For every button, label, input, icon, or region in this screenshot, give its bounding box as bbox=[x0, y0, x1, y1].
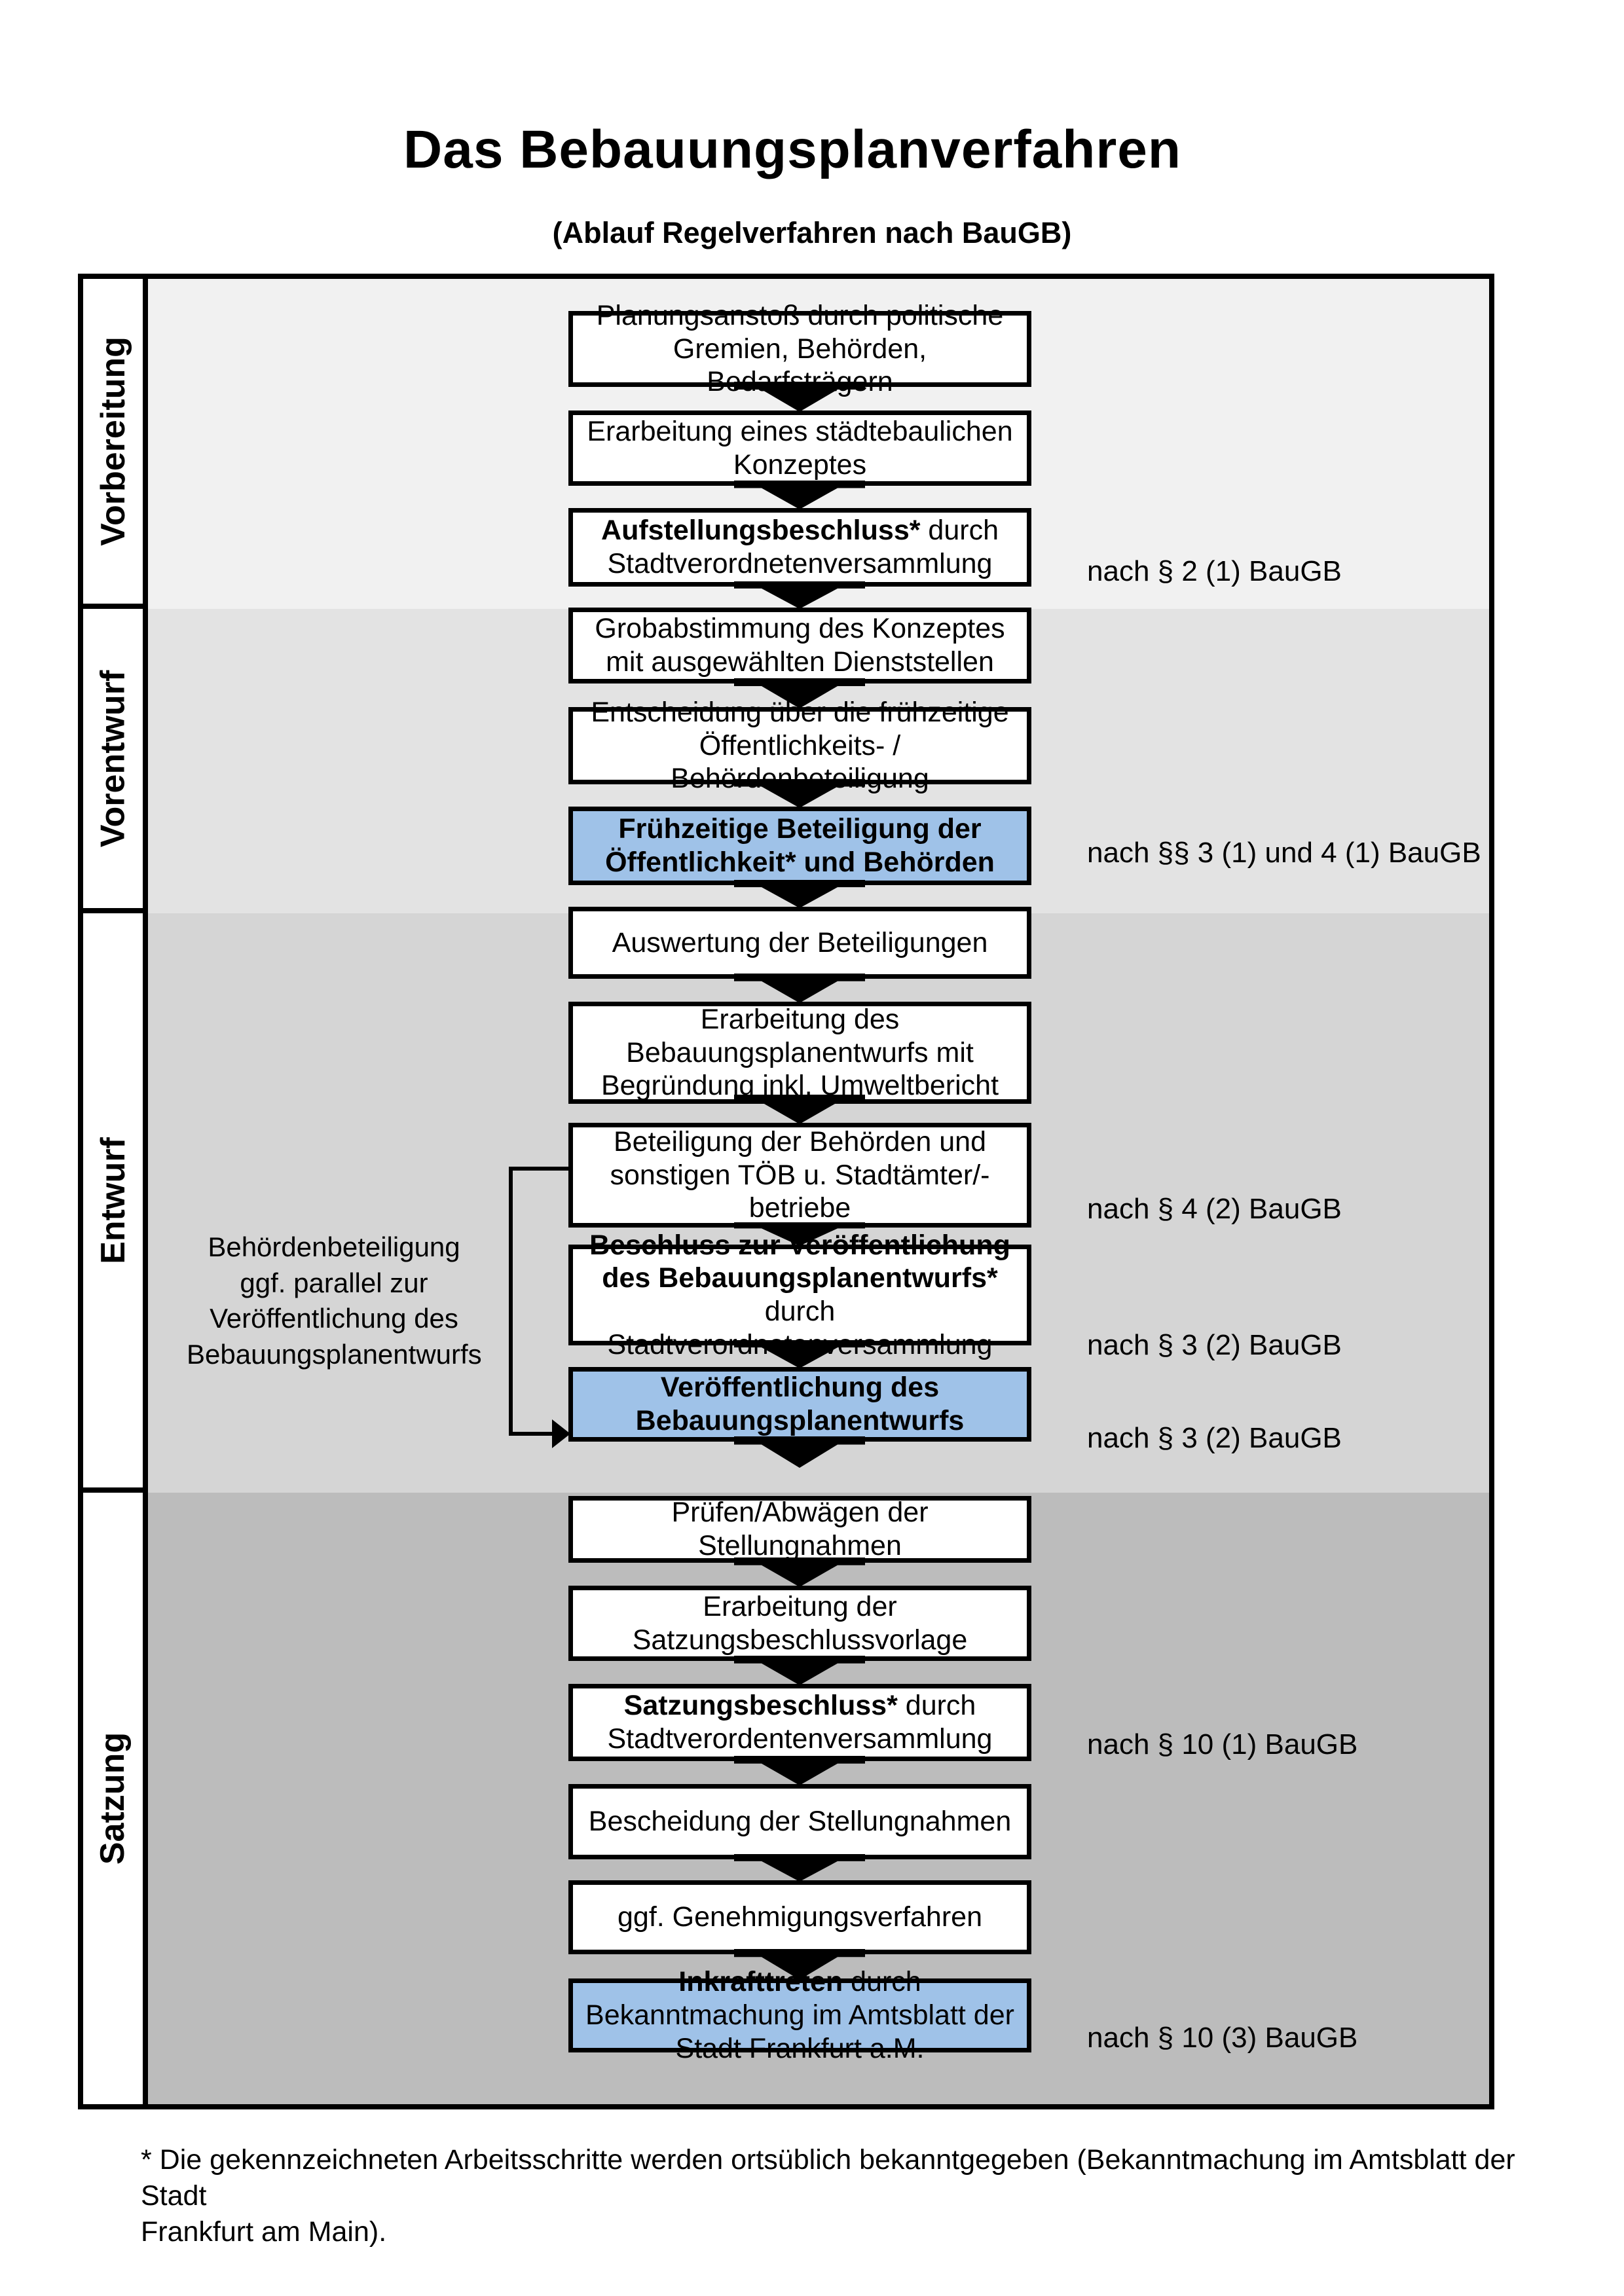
step-text: durch Bekanntmachung im Amtsblatt der St… bbox=[585, 1966, 1014, 2064]
bracket-line-top bbox=[509, 1167, 568, 1171]
side-note: Behördenbeteiligung ggf. parallel zur Ve… bbox=[187, 1230, 482, 1372]
legal-ref: nach §§ 3 (1) und 4 (1) BauGB bbox=[1087, 837, 1481, 869]
step-text-bold: Satzungsbeschluss* bbox=[623, 1690, 898, 1722]
step-box-genehmigungsverfahren: ggf. Genehmigungsverfahren bbox=[568, 1880, 1031, 1954]
step-text-bold: Inkrafttreten bbox=[678, 1966, 843, 1998]
legal-ref: nach § 10 (3) BauGB bbox=[1087, 2022, 1358, 2054]
step-box-behoerdenbeteiligung: Beteiligung der Behörden und sonstigen T… bbox=[568, 1123, 1031, 1228]
step-text: durch Stadtverordnetenversammlung bbox=[607, 515, 999, 579]
step-box-pruefen-abwaegen: Prüfen/Abwägen der Stellungnahmen bbox=[568, 1496, 1031, 1563]
diagram-frame bbox=[78, 274, 1494, 2109]
bracket-line-bottom bbox=[509, 1432, 552, 1436]
phase-cell-vorentwurf: Vorentwurf bbox=[83, 609, 143, 913]
side-note-line: Bebauungsplanentwurfs bbox=[187, 1338, 482, 1370]
step-box-beschluss-veroeffentlichung: Beschluss zur Veröffentlichung des Bebau… bbox=[568, 1230, 1031, 1360]
step-text: Erarbeitung des Bebauungsplanentwurfs mi… bbox=[600, 1003, 999, 1102]
step-box-satzungsbeschlussvorlage: Erarbeitung der Satzungsbeschlussvorlage bbox=[568, 1586, 1031, 1661]
phase-label: Vorentwurf bbox=[94, 670, 132, 847]
bracket-line-vertical bbox=[509, 1167, 513, 1436]
step-text: ggf. Genehmigungsverfahren bbox=[618, 1901, 982, 1933]
footnote-line: Frankfurt am Main). bbox=[141, 2216, 387, 2248]
step-text: durch Stadtverordentenversammlung bbox=[607, 1690, 993, 1755]
step-text-bold: Veröffentlichung des Bebauungsplanentwur… bbox=[635, 1372, 965, 1436]
step-box-auswertung: Auswertung der Beteiligungen bbox=[568, 907, 1031, 979]
step-text: Prüfen/Abwägen der Stellungnahmen bbox=[671, 1497, 929, 1561]
side-note-line: ggf. parallel zur bbox=[240, 1267, 428, 1298]
step-box-erarbeitung-entwurf: Erarbeitung des Bebauungsplanentwurfs mi… bbox=[568, 1002, 1031, 1104]
legal-ref: nach § 3 (2) BauGB bbox=[1087, 1422, 1342, 1454]
legal-ref: nach § 4 (2) BauGB bbox=[1087, 1193, 1342, 1225]
phase-cell-satzung: Satzung bbox=[83, 1493, 143, 2104]
phase-cell-entwurf: Entwurf bbox=[83, 913, 143, 1493]
footnote: * Die gekennzeichneten Arbeitsschritte w… bbox=[141, 2142, 1542, 2250]
step-text: Auswertung der Beteiligungen bbox=[612, 926, 988, 958]
phase-label: Vorbereitung bbox=[94, 337, 132, 546]
phase-label: Entwurf bbox=[94, 1137, 132, 1264]
bracket-arrowhead-icon bbox=[552, 1419, 570, 1448]
step-box-entscheidung: Entscheidung über die frühzeitige Öffent… bbox=[568, 697, 1031, 794]
step-text-bold: Frühzeitige Beteiligung der Öffentlichke… bbox=[605, 813, 995, 878]
step-text: Erarbeitung der Satzungsbeschlussvorlage bbox=[632, 1590, 968, 1656]
legal-ref: nach § 10 (1) BauGB bbox=[1087, 1728, 1358, 1760]
legal-ref: nach § 3 (2) BauGB bbox=[1087, 1329, 1342, 1361]
step-box-inkrafttreten: Inkrafttreten durch Bekanntmachung im Am… bbox=[568, 1966, 1031, 2064]
step-box-bescheidung: Bescheidung der Stellungnahmen bbox=[568, 1784, 1031, 1859]
step-box-veroeffentlichung: Veröffentlichung des Bebauungsplanentwur… bbox=[568, 1367, 1031, 1442]
step-text: Bescheidung der Stellungnahmen bbox=[588, 1806, 1012, 1838]
side-note-line: Behördenbeteiligung bbox=[208, 1231, 460, 1262]
step-box-aufstellungsbeschluss: Aufstellungsbeschluss* durch Stadtverord… bbox=[568, 508, 1031, 587]
side-note-line: Veröffentlichung des bbox=[210, 1303, 458, 1334]
step-box-grobabstimmung: Grobabstimmung des Konzeptes mit ausgewä… bbox=[568, 608, 1031, 683]
step-text-bold: Aufstellungsbeschluss* bbox=[601, 515, 921, 547]
step-text: Beteiligung der Behörden und sonstigen T… bbox=[610, 1125, 990, 1224]
page-title: Das Bebauungsplanverfahren bbox=[403, 120, 1181, 179]
legal-ref: nach § 2 (1) BauGB bbox=[1087, 555, 1342, 587]
footnote-line: * Die gekennzeichneten Arbeitsschritte w… bbox=[141, 2144, 1515, 2212]
step-box-satzungsbeschluss: Satzungsbeschluss* durch Stadtverordente… bbox=[568, 1684, 1031, 1761]
step-box-planungsanstoss: Planungsanstoß durch politische Gremien,… bbox=[568, 300, 1031, 397]
phase-label: Satzung bbox=[94, 1732, 132, 1865]
sidebar-divider bbox=[143, 274, 148, 2109]
step-text: Erarbeitung eines städtebaulichen Konzep… bbox=[587, 415, 1013, 481]
step-box-konzept: Erarbeitung eines städtebaulichen Konzep… bbox=[568, 410, 1031, 486]
phase-cell-vorbereitung: Vorbereitung bbox=[83, 279, 143, 609]
step-box-fruehzeitige-beteiligung: Frühzeitige Beteiligung der Öffentlichke… bbox=[568, 807, 1031, 885]
step-text: Grobabstimmung des Konzeptes mit ausgewä… bbox=[595, 613, 1005, 678]
page-subtitle: (Ablauf Regelverfahren nach BauGB) bbox=[552, 216, 1072, 249]
